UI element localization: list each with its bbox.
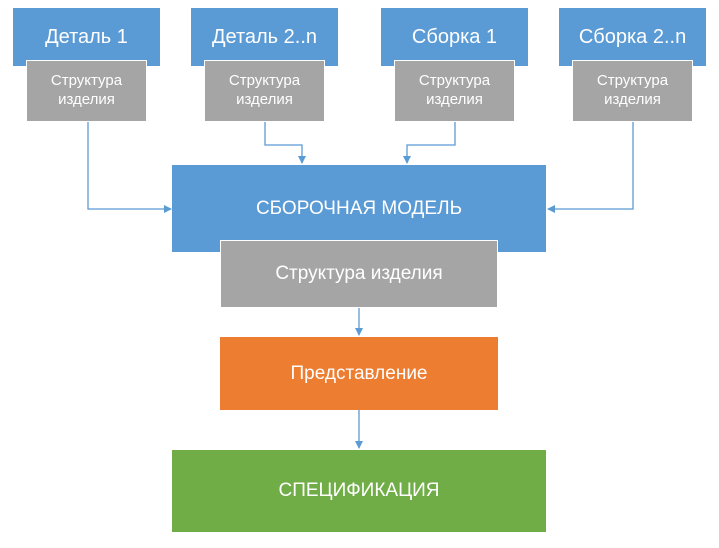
- part-1-structure: Структура изделия: [26, 60, 147, 122]
- specification-label: СПЕЦИФИКАЦИЯ: [278, 480, 440, 502]
- representation-node: Представление: [220, 337, 498, 410]
- part-2n-node: Деталь 2..n: [191, 8, 338, 66]
- arrow-part-1-to-model: [87, 122, 172, 213]
- assembly-2n-structure-line1: Структура: [596, 72, 669, 90]
- part-2n-structure: Структура изделия: [204, 60, 325, 122]
- part-1-structure-line2: изделия: [58, 91, 115, 108]
- assembly-1-structure-line2: изделия: [426, 91, 483, 108]
- assembly-2n-node: Сборка 2..n: [559, 8, 706, 66]
- assembly-1-node: Сборка 1: [381, 8, 528, 66]
- assembly-2n-title: Сборка 2..n: [578, 25, 687, 48]
- assembly-model-structure: Структура изделия: [220, 240, 498, 308]
- assembly-1-title: Сборка 1: [411, 25, 498, 48]
- arrow-assembly-1-to-model: [403, 122, 456, 164]
- assembly-model-node: СБОРОЧНАЯ МОДЕЛЬ: [172, 165, 546, 252]
- assembly-1-structure: Структура изделия: [394, 60, 515, 122]
- assembly-model-structure-label: Структура изделия: [275, 263, 443, 285]
- part-2n-structure-line1: Структура: [228, 72, 301, 90]
- part-1-structure-line1: Структура: [50, 72, 123, 90]
- part-2n-structure-line2: изделия: [236, 91, 293, 108]
- part-1-node: Деталь 1: [13, 8, 160, 66]
- assembly-2n-structure: Структура изделия: [572, 60, 693, 122]
- assembly-1-structure-line1: Структура: [418, 72, 491, 90]
- specification-node: СПЕЦИФИКАЦИЯ: [172, 450, 546, 532]
- arrow-assembly-2n-to-model: [547, 122, 634, 213]
- part-1-title: Деталь 1: [45, 25, 128, 48]
- arrow-part-2n-to-model: [264, 122, 306, 164]
- representation-label: Представление: [290, 362, 428, 384]
- assembly-2n-structure-line2: изделия: [604, 91, 661, 108]
- assembly-model-title: СБОРОЧНАЯ МОДЕЛЬ: [255, 197, 463, 219]
- part-2n-title: Деталь 2..n: [211, 25, 318, 48]
